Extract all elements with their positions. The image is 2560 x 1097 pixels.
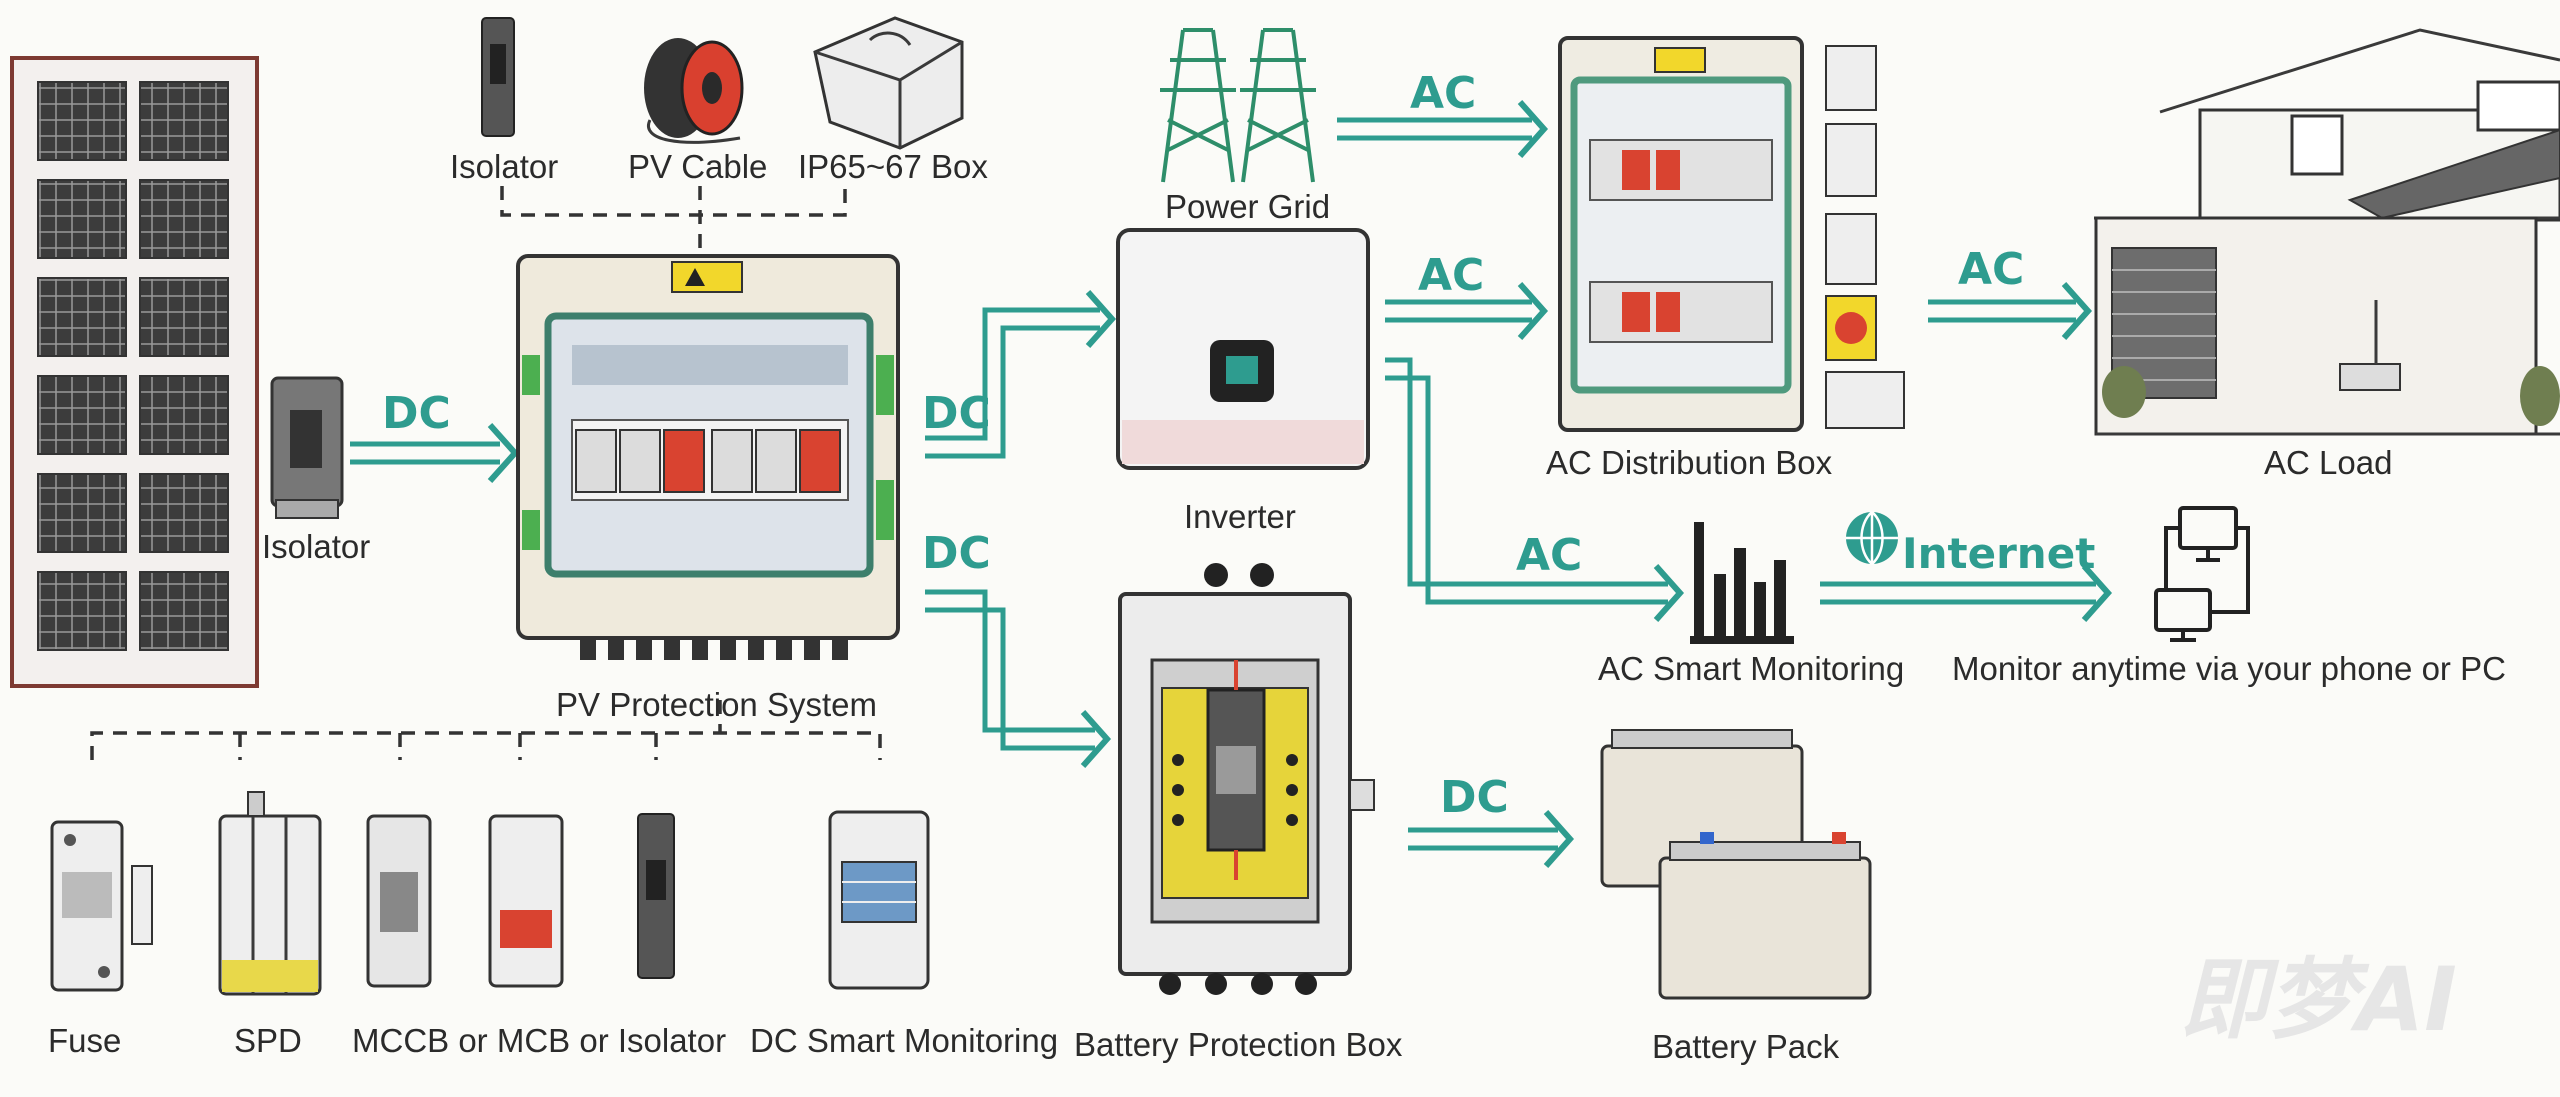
internet-arrow [1820, 564, 2113, 622]
ip-box-icon [813, 16, 964, 150]
battery-pack-icon [1600, 729, 1872, 1000]
inverter-device [1116, 228, 1370, 470]
solar-panel [10, 56, 259, 688]
dc-arrow-4 [1408, 810, 1575, 868]
isolator-left-label: Isolator [262, 528, 370, 565]
bottom-accessory-connector [90, 700, 882, 760]
inverter-label: Inverter [1184, 498, 1296, 535]
battery-protection-label: Battery Protection Box [1074, 1026, 1403, 1063]
battery-protection-box [1118, 563, 1375, 995]
dc-arrow-1 [350, 423, 520, 483]
dc-label-4: DC [1440, 772, 1509, 823]
power-grid-label: Power Grid [1165, 188, 1330, 225]
isolator-device-left [270, 376, 344, 519]
network-devices-icon [2154, 506, 2250, 642]
fuse-icon [50, 820, 153, 992]
pv-cable-label: PV Cable [628, 148, 767, 185]
pv-cable-icon [644, 38, 744, 144]
globe-icon [1846, 511, 1898, 565]
ac-arrow-1 [1337, 100, 1549, 158]
spd-icon [218, 791, 322, 996]
ac-label-4: AC [1958, 244, 2024, 295]
house-illustration [2094, 28, 2560, 436]
pv-protection-box [516, 254, 900, 660]
pv-protection-label: PV Protection System [556, 686, 877, 723]
ac-monitoring-chart-icon [1690, 522, 1794, 644]
dc-label-1: DC [382, 388, 451, 439]
ip-box-label: IP65~67 Box [798, 148, 988, 185]
ac-arrow-3 [1385, 357, 1685, 622]
dc-label-2: DC [922, 388, 991, 439]
monitor-anytime-label: Monitor anytime via your phone or PC [1952, 650, 2506, 687]
dc-arrow-3 [925, 589, 1112, 768]
watermark: 即梦AI [2180, 948, 2457, 1051]
ac-monitoring-label: AC Smart Monitoring [1598, 650, 1904, 687]
ac-distribution-label: AC Distribution Box [1546, 444, 1833, 481]
dc-monitoring-label: DC Smart Monitoring [750, 1022, 1058, 1059]
mccb-icon [366, 813, 675, 988]
mccb-label: MCCB or MCB or Isolator [352, 1022, 726, 1059]
ac-label-1: AC [1410, 68, 1476, 119]
top-accessory-connector [500, 186, 847, 256]
fuse-label: Fuse [48, 1022, 121, 1059]
ac-arrow-2 [1385, 282, 1549, 340]
isolator-icon-top [481, 17, 515, 137]
battery-pack-label: Battery Pack [1652, 1028, 1840, 1065]
ac-distribution-box [1558, 36, 1905, 432]
isolator-top-label: Isolator [450, 148, 558, 185]
ac-label-3: AC [1516, 530, 1582, 581]
dc-label-3: DC [922, 528, 991, 579]
ac-label-2: AC [1418, 250, 1484, 301]
ac-arrow-4 [1928, 282, 2093, 340]
internet-label: Internet [1902, 529, 2095, 578]
dc-monitoring-icon [828, 810, 930, 990]
dc-arrow-2 [925, 290, 1117, 459]
ac-load-label: AC Load [2264, 444, 2392, 481]
spd-label: SPD [234, 1022, 302, 1059]
power-grid-tower-icon [1160, 28, 1316, 183]
